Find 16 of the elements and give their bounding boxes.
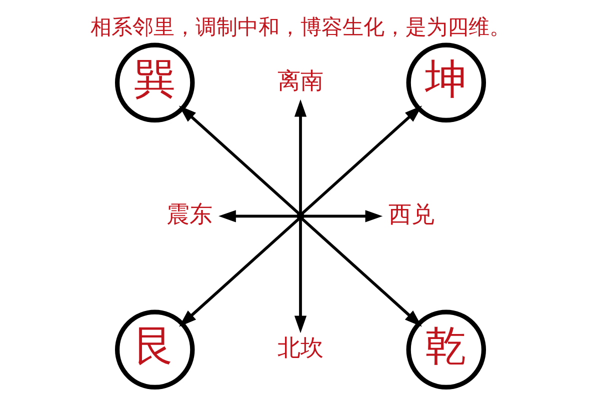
node-text: 西兑	[388, 202, 434, 228]
node-point	[296, 212, 304, 220]
node-text: 离南	[277, 68, 323, 94]
node-text: 震东	[166, 202, 212, 228]
arrow	[294, 99, 306, 213]
arrow	[294, 220, 306, 334]
arrow	[300, 106, 422, 214]
node-text: 北坎	[277, 335, 323, 362]
node-circle: 艮	[114, 310, 194, 390]
arrow	[303, 210, 382, 222]
arrow	[178, 106, 300, 214]
diagram-title: 相系邻里，调制中和，博容生化，是为四维。	[90, 15, 510, 40]
arrow	[218, 210, 297, 222]
node-circle: 乾	[406, 310, 486, 390]
arrow	[178, 218, 299, 327]
arrow	[301, 218, 422, 327]
